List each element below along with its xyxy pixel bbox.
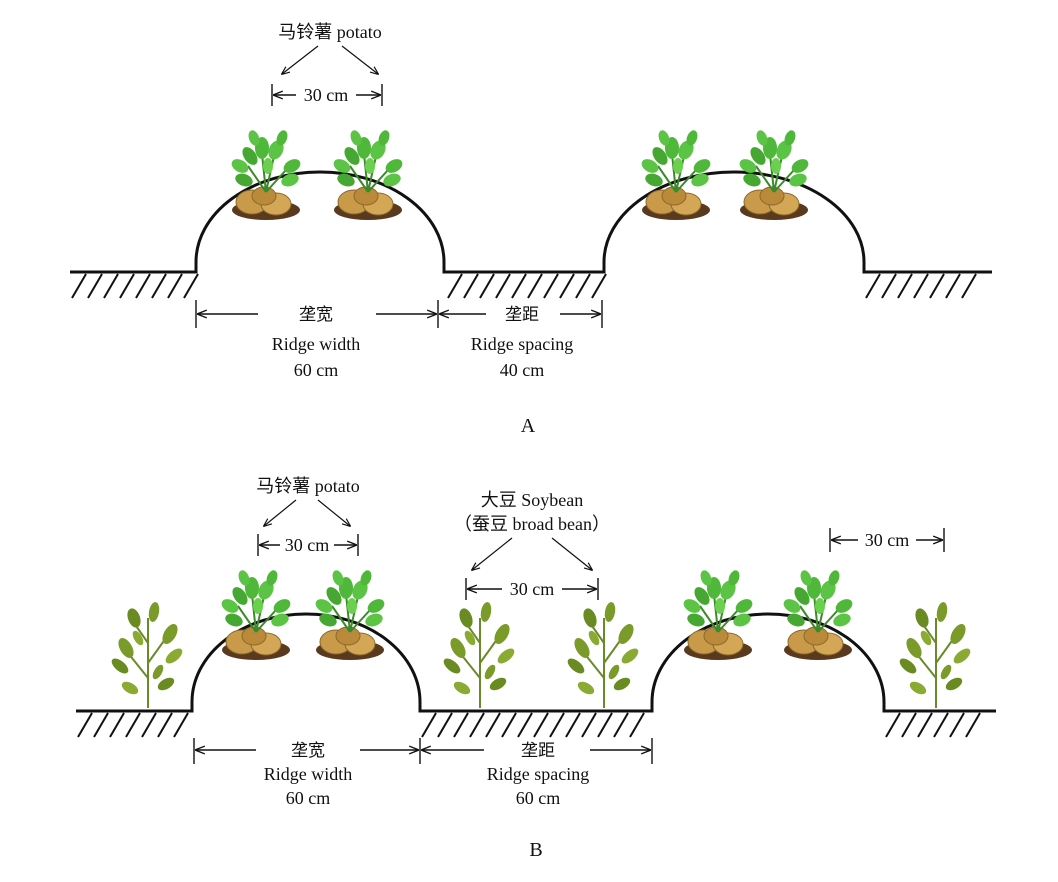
panel-label-b: B — [529, 839, 542, 861]
potato-pointer — [341, 45, 378, 74]
potato-spacing-b: 30 cm — [285, 535, 330, 555]
potato-plant-icon — [330, 127, 406, 221]
soybean-label: 大豆 Soybean — [481, 490, 584, 510]
broadbean-label: （蚕豆 broad bean） — [454, 514, 610, 534]
potato-pointer — [317, 499, 350, 526]
ridge-spacing-cn-b: 垄距 — [521, 741, 555, 761]
panel-b: 马铃薯 potato 30 cm 大豆 Soybean （蚕豆 broad be… — [76, 476, 996, 861]
ridge-width-en-b: Ridge width — [264, 764, 353, 784]
ground-profile-b — [76, 612, 996, 713]
soybean-plant-icon — [108, 600, 186, 709]
potato-plant-icon — [780, 567, 856, 661]
ridge-width-cn-a: 垄宽 — [299, 305, 333, 325]
panel-label-a: A — [521, 415, 536, 437]
edge-spacing: 30 cm — [865, 530, 910, 550]
panel-a: 马铃薯 potato 30 cm 垄宽 Ridge width 60 cm 垄距… — [70, 22, 992, 437]
potato-plant-icon — [680, 567, 756, 661]
soybean-pointer — [472, 537, 513, 570]
soybean-spacing: 30 cm — [510, 579, 555, 599]
soybean-pointer — [551, 537, 592, 570]
potato-label-a: 马铃薯 potato — [278, 22, 382, 42]
ground-profile-a — [70, 170, 992, 274]
potato-label-b: 马铃薯 potato — [256, 476, 360, 496]
potato-pointer — [282, 45, 319, 74]
potato-spacing-a: 30 cm — [304, 85, 349, 105]
ridge-spacing-val-b: 60 cm — [516, 788, 561, 808]
soybean-plant-icon — [564, 600, 642, 709]
ground-hatching-b — [77, 712, 981, 738]
potato-plant-icon — [638, 127, 714, 221]
potato-plant-icon — [218, 567, 294, 661]
soybean-plant-icon — [440, 600, 518, 709]
potato-pointer — [264, 499, 297, 526]
ridge-spacing-en-b: Ridge spacing — [487, 764, 589, 784]
ridge-spacing-val-a: 40 cm — [500, 360, 545, 380]
potato-plant-icon — [228, 127, 304, 221]
potato-plant-icon — [736, 127, 812, 221]
ground-hatching-a — [71, 273, 977, 299]
ridge-spacing-en-a: Ridge spacing — [471, 334, 573, 354]
ridge-width-cn-b: 垄宽 — [291, 741, 325, 761]
ridge-width-val-a: 60 cm — [294, 360, 339, 380]
potato-plant-icon — [312, 567, 388, 661]
ridge-width-val-b: 60 cm — [286, 788, 331, 808]
soybean-plant-icon — [896, 600, 974, 709]
ridge-width-en-a: Ridge width — [272, 334, 361, 354]
ridge-spacing-cn-a: 垄距 — [505, 305, 539, 325]
